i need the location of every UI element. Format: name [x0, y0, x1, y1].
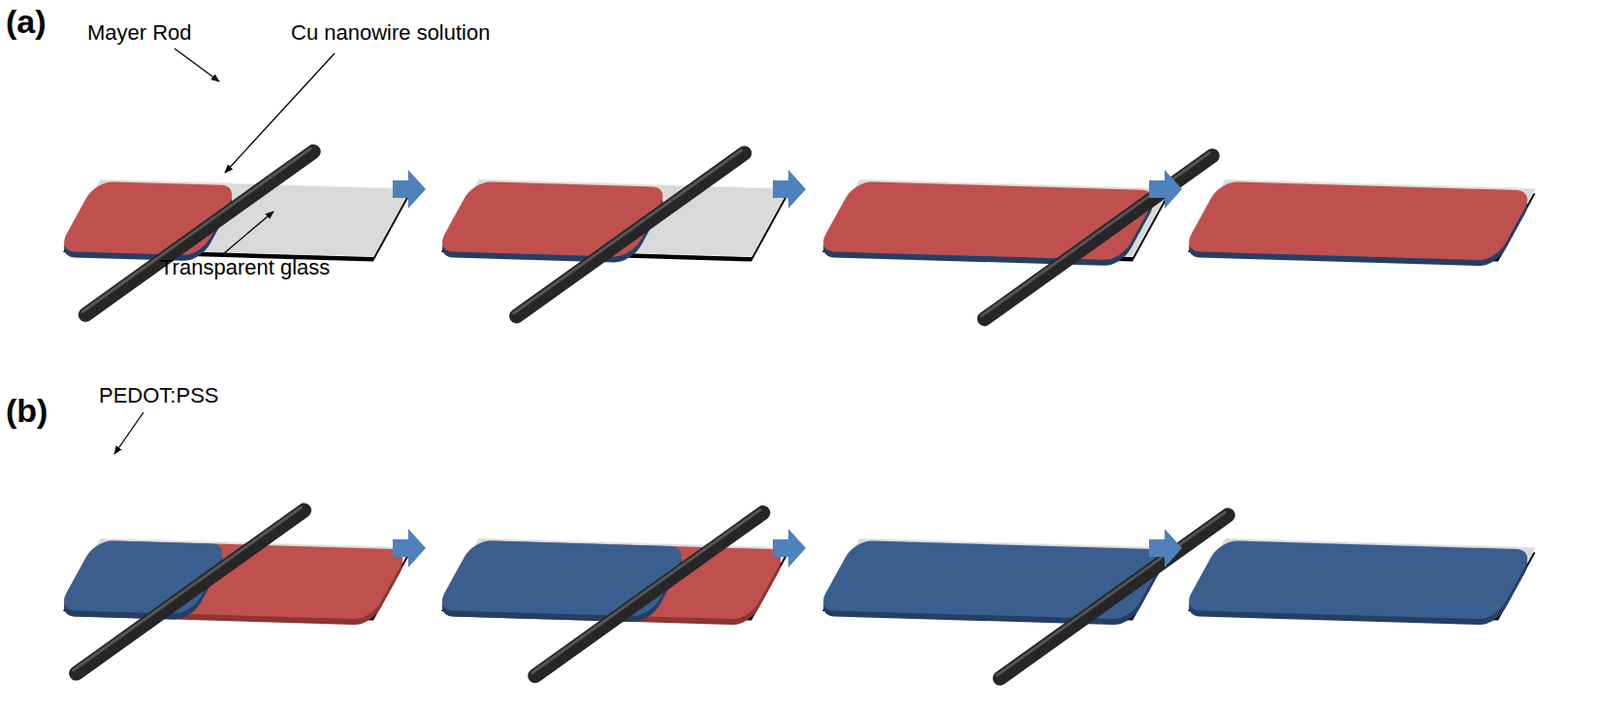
panel-label: (a)	[5, 3, 47, 40]
step-arrow	[1149, 528, 1183, 568]
coating-panel	[435, 150, 790, 317]
coating-film	[1182, 540, 1536, 620]
rod-highlight	[82, 148, 311, 312]
rod-highlight	[981, 153, 1210, 317]
rod-highlight	[73, 507, 302, 671]
mayer-rod	[984, 156, 1213, 320]
mayer-rod	[85, 151, 314, 315]
step-arrow	[392, 169, 426, 209]
coating-panel	[1182, 179, 1536, 267]
coating-panel	[816, 153, 1213, 320]
mayer-rod	[76, 510, 305, 673]
step-arrow	[1149, 169, 1183, 209]
leader-line	[223, 211, 274, 255]
coating-film	[816, 181, 1160, 260]
part-label: Mayer Rod	[87, 21, 192, 45]
coating-panel	[57, 148, 412, 315]
coating-film	[435, 540, 789, 620]
mayer-rod	[535, 512, 764, 676]
leader-line	[224, 53, 335, 173]
rod-highlight	[513, 150, 742, 314]
part-label: Cu nanowire solution	[290, 21, 490, 45]
panel-label: (b)	[5, 392, 48, 429]
coating-panel	[1182, 538, 1536, 626]
rod-highlight	[996, 512, 1225, 675]
step-arrow	[772, 169, 806, 209]
leader-line	[174, 48, 220, 82]
coating-film	[435, 540, 689, 617]
rod-highlight	[532, 510, 761, 673]
coating-panel	[816, 512, 1228, 678]
step-arrow	[392, 528, 426, 568]
step-arrow	[772, 528, 806, 568]
coating-panel	[57, 507, 412, 673]
coating-film	[435, 181, 671, 257]
coating-film	[1182, 181, 1536, 261]
coating-film	[816, 540, 1170, 620]
leader-line	[114, 412, 144, 454]
part-label: Transparent glass	[160, 256, 330, 280]
mayer-rod	[516, 153, 745, 317]
coating-panel	[435, 510, 790, 676]
part-label: PEDOT:PSS	[98, 384, 219, 408]
